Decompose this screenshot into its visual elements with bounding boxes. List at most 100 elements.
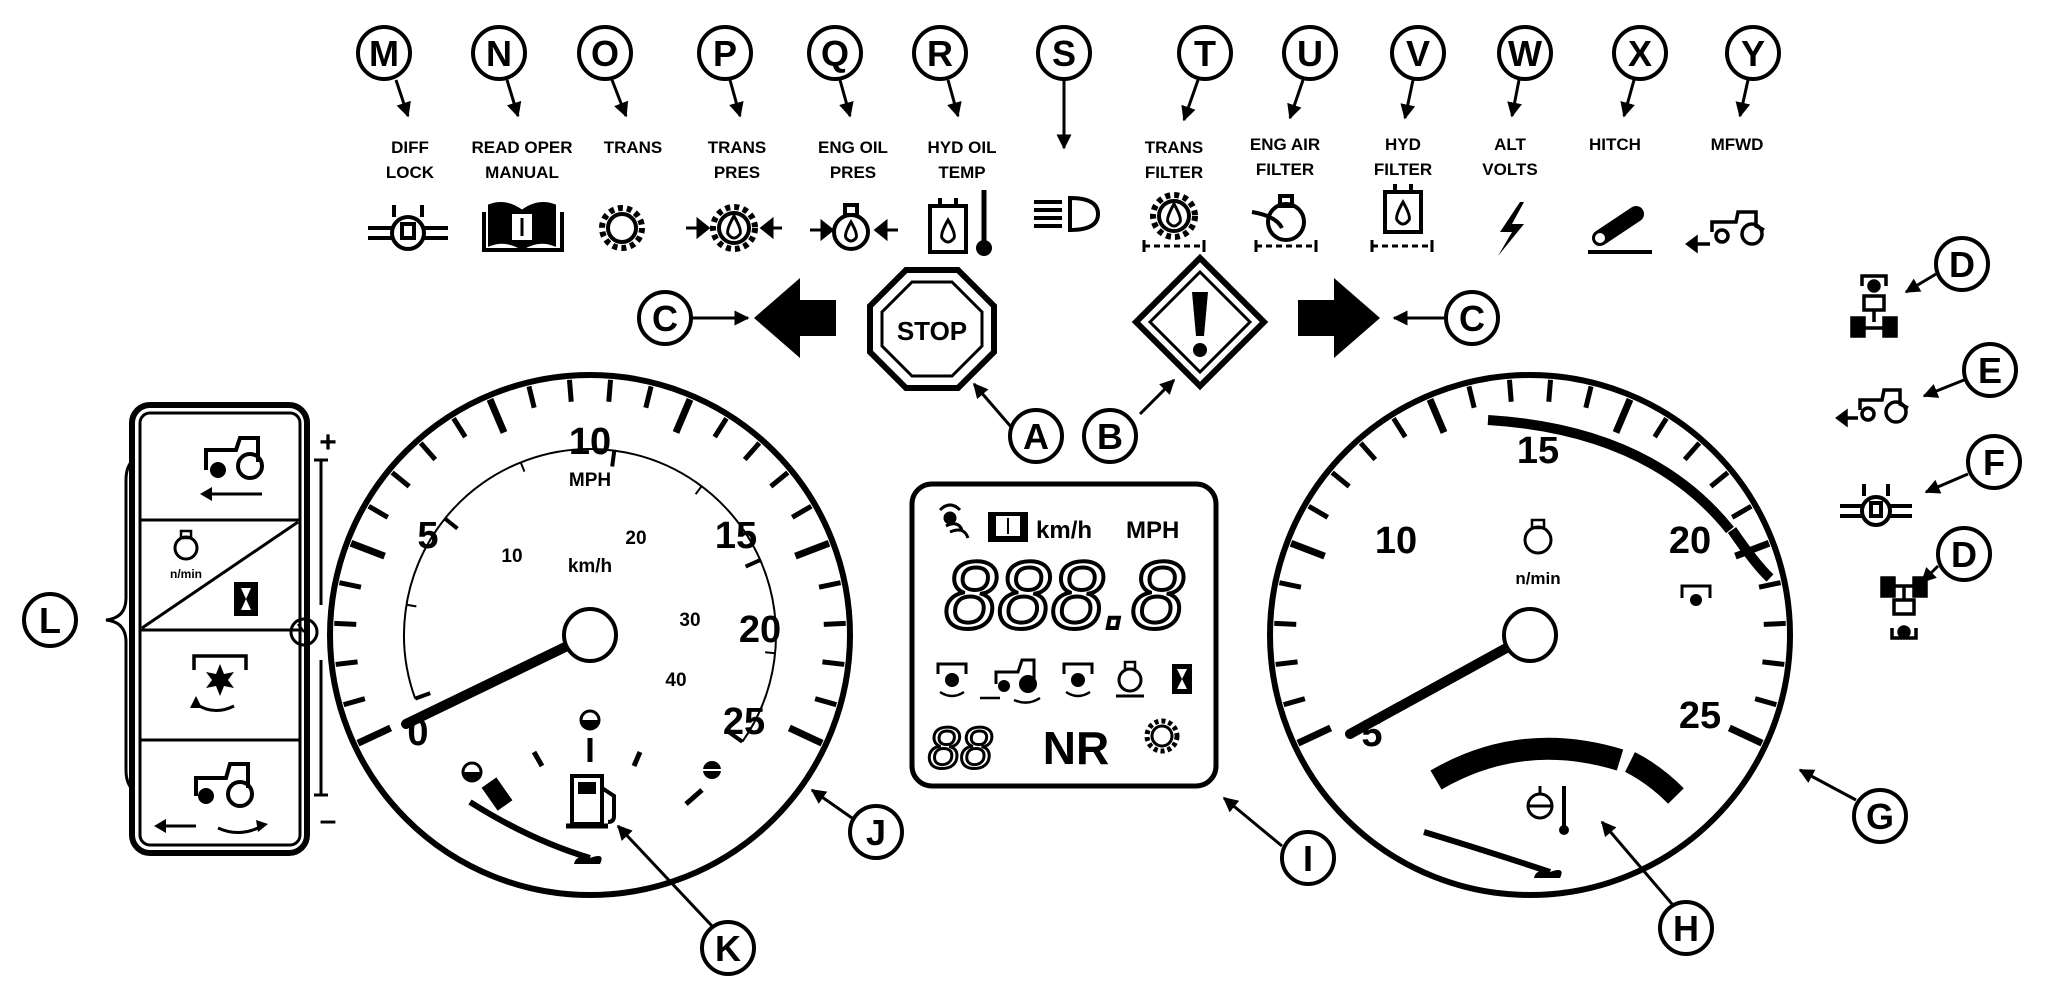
speedometer-hub <box>562 607 618 663</box>
callout-g: G <box>1798 768 1908 844</box>
kmh-tick <box>519 462 526 473</box>
mph-tick <box>643 385 654 409</box>
label-pres-q: PRES <box>830 163 876 182</box>
indicator-hyd-filter: V HYD FILTER <box>1370 25 1446 252</box>
callout-j: J <box>810 788 904 860</box>
label-diff: DIFF <box>391 138 429 157</box>
mph-tick <box>526 385 537 409</box>
mph-tick <box>769 470 790 489</box>
kmh-arc <box>403 448 777 743</box>
callout-i: I <box>1222 796 1336 886</box>
tachometer: 15 10 20 5 25 n/min <box>1267 372 1793 898</box>
callout-d-bottom: D <box>1951 534 1977 575</box>
mph-tick <box>712 417 729 439</box>
callout-l-circle <box>22 592 78 648</box>
label-trans: TRANS <box>604 138 663 157</box>
indicator-read-manual: N READ OPER MANUAL <box>471 25 573 252</box>
label-read-oper: READ OPER <box>471 138 572 157</box>
label-filter-u: FILTER <box>1256 160 1314 179</box>
label-trans-t: TRANS <box>1145 138 1204 157</box>
trans-filter-icon <box>1142 192 1206 252</box>
mph-tick <box>566 379 574 402</box>
switch-panel: L n/min <box>22 402 337 856</box>
rpm-icon <box>173 529 199 561</box>
indicator-headlight: S <box>1034 25 1101 233</box>
rpm-tick <box>1612 397 1634 434</box>
tachometer-pto-icon <box>1680 584 1712 606</box>
kmh-tick <box>406 603 417 608</box>
cruise-icon <box>938 503 970 539</box>
tractor-mfwd-side-icon <box>1835 388 1909 428</box>
rpm-tick <box>1727 724 1764 747</box>
lcd-pto-icon <box>936 662 968 698</box>
kmh-label-40: 40 <box>665 670 686 691</box>
mph-tick <box>672 397 694 434</box>
mph-label-15: 15 <box>715 515 757 557</box>
mph-tick <box>823 620 846 627</box>
stop-text: STOP <box>897 316 967 346</box>
mph-tick <box>367 504 390 520</box>
mph-tick <box>486 397 508 434</box>
tachometer-redline-band <box>1727 527 1774 582</box>
auto-shift-button[interactable] <box>142 742 298 843</box>
rear-pto-icon <box>1880 576 1928 640</box>
callout-u: U <box>1297 33 1323 74</box>
label-mfwd: MFWD <box>1711 135 1764 154</box>
lcd-small-digits: 88 <box>928 716 993 781</box>
svg-text:K: K <box>715 928 741 969</box>
lcd-gear: NR <box>1043 722 1109 774</box>
mph-tick <box>342 696 366 708</box>
manual-small-icon <box>988 512 1028 542</box>
rpm-tick <box>1426 397 1448 434</box>
diff-lock-icon <box>368 205 448 251</box>
mph-tick <box>822 659 845 667</box>
label-filter-t: FILTER <box>1145 163 1203 182</box>
lcd-tractor-icon <box>980 658 1041 704</box>
pto-auto-button[interactable] <box>142 632 298 738</box>
callout-w: W <box>1508 33 1542 74</box>
plus-sign: + <box>319 426 337 459</box>
label-filter-v: FILTER <box>1374 160 1432 179</box>
indicator-trans-pres: P TRANS PRES <box>686 25 782 252</box>
rocker-adjust[interactable]: + – <box>289 426 337 837</box>
rpm-tick <box>1763 620 1786 627</box>
indicator-row: M DIFF LOCK N READ OPER MANUAL <box>356 25 1781 256</box>
rpm-tick <box>1762 659 1785 667</box>
callout-k: K <box>616 824 756 976</box>
mph-tick <box>790 504 813 520</box>
mph-label-25: 25 <box>723 701 765 743</box>
empty-fuel-icon <box>461 761 483 783</box>
rpm-hourmeter-button[interactable]: n/min <box>141 520 299 630</box>
label-alt: ALT <box>1494 135 1526 154</box>
label-hyd: HYD <box>1385 135 1421 154</box>
side-indicators: D E F <box>1835 236 2022 640</box>
rpm-tick <box>1275 659 1298 667</box>
speedometer-kmh-scale <box>403 448 777 744</box>
svg-text:G: G <box>1866 796 1894 837</box>
warning-diamond-icon <box>1131 253 1269 391</box>
indicator-diff-lock: M DIFF LOCK <box>356 25 448 251</box>
reverse-tractor-button[interactable] <box>142 415 298 518</box>
lcd-gear-icon <box>1144 718 1180 754</box>
callout-h: H <box>1600 820 1714 956</box>
hydraulic-temp-icon <box>928 190 992 256</box>
rpm-tick <box>1730 504 1753 520</box>
svg-text:I: I <box>1303 838 1313 879</box>
label-volts: VOLTS <box>1482 160 1537 179</box>
mph-tick <box>349 539 386 560</box>
kmh-tick <box>694 485 703 495</box>
rpm-tick <box>1682 441 1702 462</box>
kmh-tick <box>744 558 762 569</box>
mph-tick <box>606 379 614 402</box>
rpm-tick <box>1583 385 1594 409</box>
mph-tick <box>794 539 831 560</box>
speedometer-needle <box>401 630 595 729</box>
callout-t: T <box>1194 33 1216 74</box>
label-lock: LOCK <box>386 163 435 182</box>
callout-x: X <box>1628 33 1652 74</box>
svg-text:B: B <box>1097 416 1123 457</box>
svg-text:C: C <box>652 298 678 339</box>
rpm-tick <box>1506 379 1514 402</box>
headlight-icon <box>1034 195 1101 233</box>
